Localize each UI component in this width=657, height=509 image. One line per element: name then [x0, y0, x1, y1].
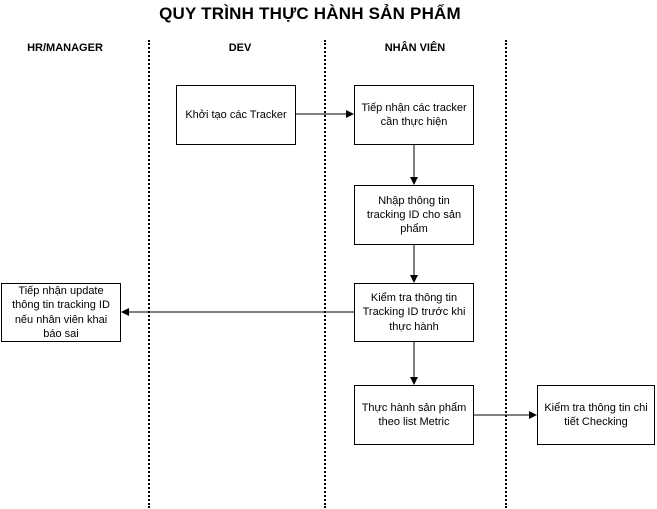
lane-divider-3	[505, 40, 507, 508]
diagram-title: QUY TRÌNH THỰC HÀNH SẢN PHẨM	[159, 4, 461, 23]
node-check-details: Kiểm tra thông tin chi tiết Checking	[537, 385, 655, 445]
lane-label-dev: DEV	[228, 42, 252, 54]
lane-divider-1	[148, 40, 150, 508]
lane-label-hr-manager: HR/MANAGER	[27, 42, 103, 54]
node-check-tracking-id: Kiểm tra thông tin Tracking ID trước khi…	[354, 283, 474, 342]
node-practice-product: Thực hành sản phẩm theo list Metric	[354, 385, 474, 445]
lane-divider-2	[324, 40, 326, 508]
node-receive-update: Tiếp nhận update thông tin tracking ID n…	[1, 283, 121, 342]
node-receive-trackers: Tiếp nhận các tracker cần thực hiện	[354, 85, 474, 145]
node-create-tracker: Khởi tạo các Tracker	[176, 85, 296, 145]
lane-label-nhan-vien: NHÂN VIÊN	[384, 42, 446, 54]
node-enter-tracking-id: Nhập thông tin tracking ID cho sản phẩm	[354, 185, 474, 245]
